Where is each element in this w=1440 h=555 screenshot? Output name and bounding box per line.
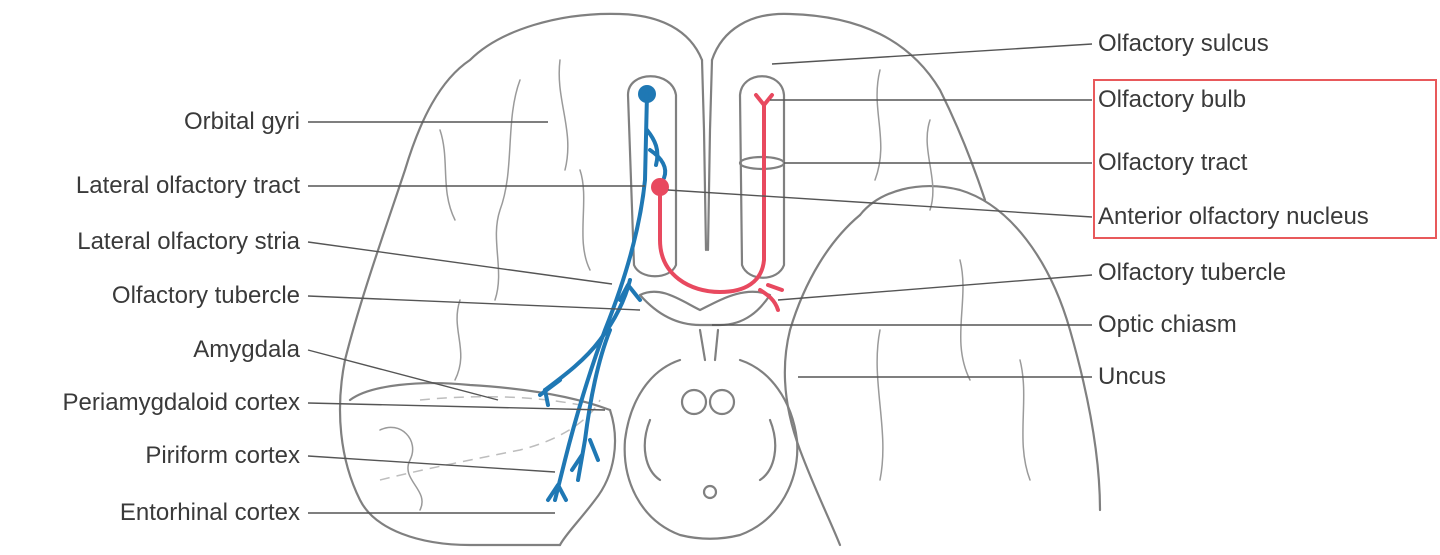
label-olfactory-bulb: Olfactory bulb xyxy=(1098,86,1247,113)
label-optic-chiasm: Optic chiasm xyxy=(1098,311,1237,338)
label-lateral-olfactory-stria: Lateral olfactory stria xyxy=(77,228,300,255)
label-periamygdaloid-cortex: Periamygdaloid cortex xyxy=(62,389,300,416)
label-entorhinal-cortex: Entorhinal cortex xyxy=(119,499,300,526)
label-olfactory-tubercle-right: Olfactory tubercle xyxy=(1098,259,1287,286)
label-uncus: Uncus xyxy=(1098,363,1167,390)
label-olfactory-tubercle-left: Olfactory tubercle xyxy=(111,282,300,309)
leader-lines xyxy=(307,43,1093,514)
label-olfactory-sulcus: Olfactory sulcus xyxy=(1098,30,1269,57)
label-orbital-gyri: Orbital gyri xyxy=(183,108,300,135)
olfactory-pathway-blue xyxy=(538,85,668,502)
olfactory-pathway-red xyxy=(651,93,784,312)
label-piriform-cortex: Piriform cortex xyxy=(145,442,300,469)
label-olfactory-tract: Olfactory tract xyxy=(1098,149,1248,176)
label-anterior-olfactory-nucleus: Anterior olfactory nucleus xyxy=(1098,203,1369,230)
highlight-box xyxy=(1093,79,1437,239)
label-lateral-olfactory-tract: Lateral olfactory tract xyxy=(75,172,300,199)
label-amygdala: Amygdala xyxy=(193,336,300,363)
gyri-details xyxy=(379,59,1031,511)
